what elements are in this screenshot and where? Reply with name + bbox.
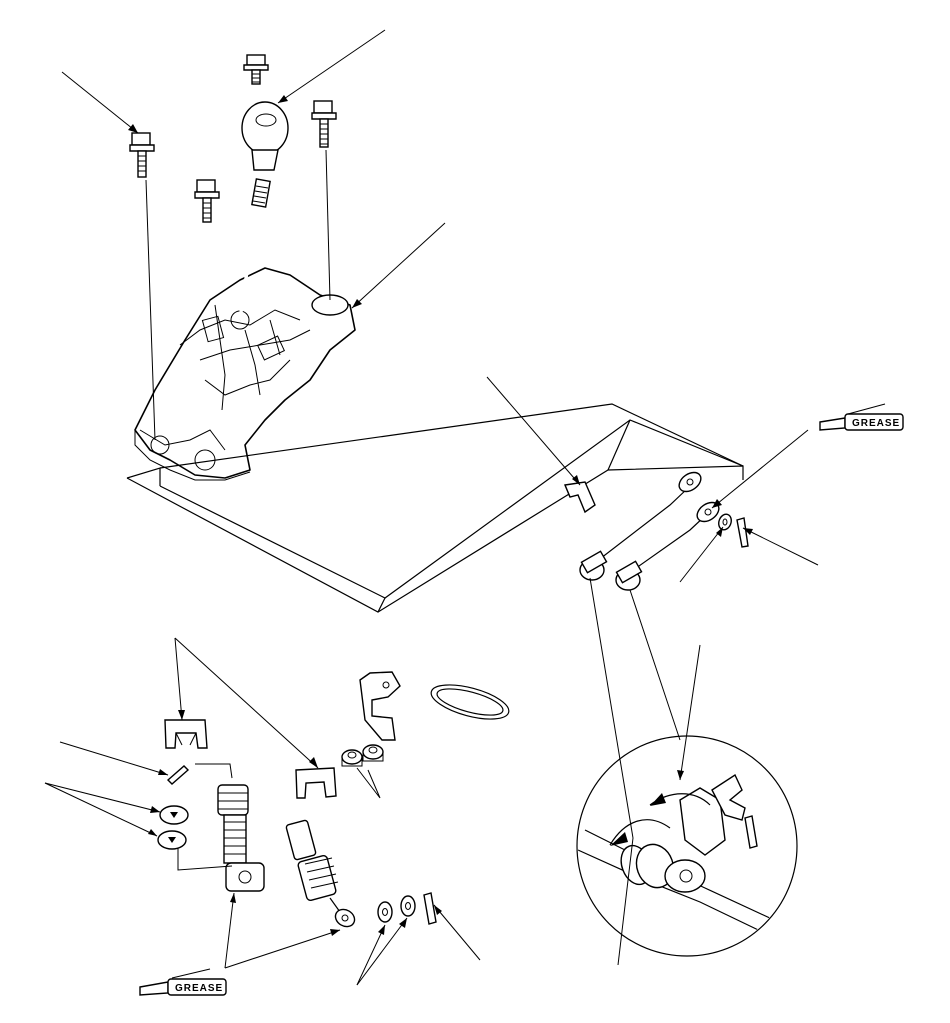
cable-end-left bbox=[217, 784, 265, 892]
grease-symbol-lower: GREASE bbox=[139, 968, 227, 996]
callout-lines-top bbox=[61, 29, 446, 441]
cable-end-right bbox=[285, 819, 356, 928]
cable-clip-lower-right bbox=[295, 767, 337, 799]
shift-cables bbox=[224, 471, 720, 823]
nut-callout bbox=[356, 767, 381, 799]
washer-link-line bbox=[177, 848, 233, 871]
nut-left bbox=[341, 749, 363, 767]
grease-symbol-upper: GREASE bbox=[819, 403, 904, 431]
washer-upper bbox=[718, 513, 732, 531]
shift-lever-assembly bbox=[134, 178, 356, 481]
nut-right bbox=[362, 744, 384, 762]
callout-lines-upper-right bbox=[486, 376, 819, 839]
washer-lower-left-2 bbox=[157, 830, 187, 850]
cable-clip-lower-left bbox=[164, 719, 208, 749]
detail-view-circle bbox=[576, 735, 798, 966]
callout-lines-bottom bbox=[44, 637, 481, 986]
cotter-pin-upper bbox=[736, 517, 749, 548]
cotter-pin-lower-mid bbox=[423, 892, 437, 925]
grease-label-upper: GREASE bbox=[852, 418, 900, 429]
cable-bracket bbox=[359, 671, 401, 741]
bolt-right bbox=[311, 100, 337, 148]
shift-knob bbox=[241, 101, 289, 171]
cable-clip-upper bbox=[564, 481, 596, 514]
cotter-pin-lower-left bbox=[166, 765, 190, 785]
floor-outline bbox=[126, 403, 744, 613]
bolt-left bbox=[129, 132, 155, 178]
grease-label-lower: GREASE bbox=[175, 983, 223, 994]
washer-lower-mid-1 bbox=[377, 901, 393, 923]
clip-link-line bbox=[195, 763, 233, 779]
bolt-knob bbox=[243, 54, 269, 85]
bolt-center bbox=[194, 179, 220, 223]
washer-lower-left-1 bbox=[159, 805, 189, 825]
washer-lower-mid-2 bbox=[400, 895, 416, 917]
